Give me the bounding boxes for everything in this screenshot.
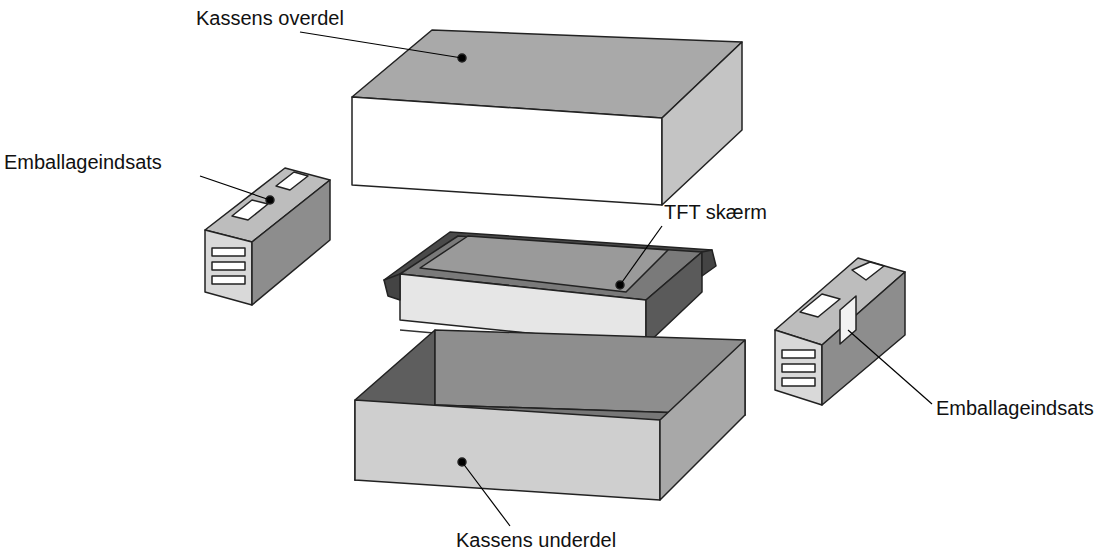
packaging-insert — [775, 258, 905, 405]
part-label: TFT skærm — [664, 200, 767, 224]
box-lid — [352, 30, 742, 205]
box-tray — [355, 330, 745, 500]
packaging-insert — [205, 168, 330, 305]
leader-lines — [200, 32, 932, 526]
part-label: Kassens underdel — [456, 528, 616, 552]
part-label: Emballageindsats — [936, 396, 1094, 420]
part-label: Kassens overdel — [196, 6, 344, 30]
part-label: Emballageindsats — [4, 150, 162, 174]
